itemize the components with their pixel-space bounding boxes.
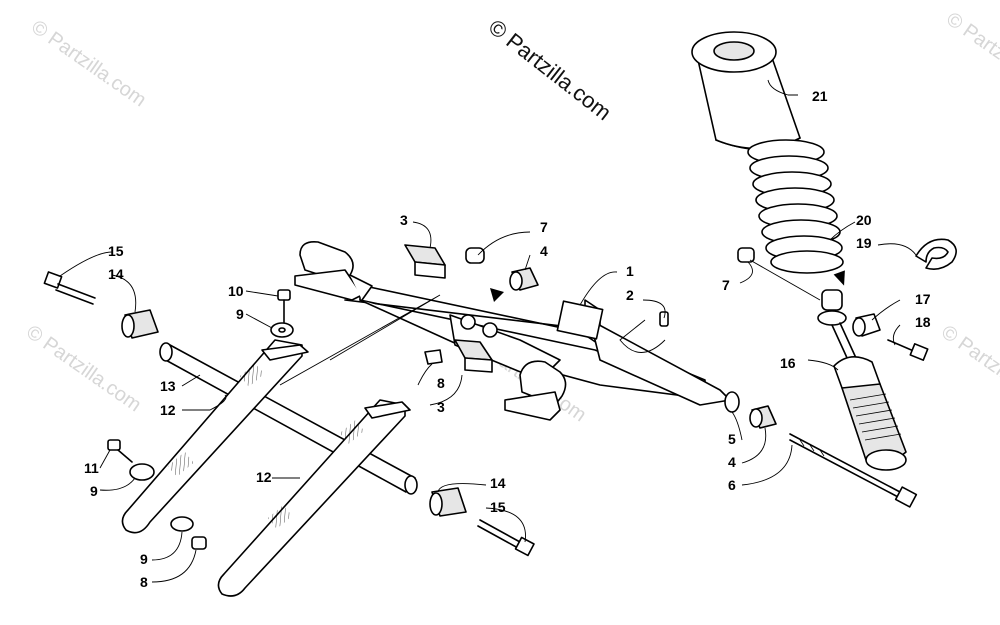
callout-18: 18 xyxy=(915,314,931,330)
part-18-bolt xyxy=(887,339,929,361)
part-8-grease-fitting-center xyxy=(424,349,443,365)
callout-14-left: 14 xyxy=(108,266,124,282)
watermark-top-left: © Partzilla.com xyxy=(27,16,150,111)
part-8-nut-bottom xyxy=(191,536,207,550)
callout-6: 6 xyxy=(728,477,736,493)
part-14-bushing-right xyxy=(429,487,467,517)
callout-7-left: 7 xyxy=(540,219,548,235)
part-4-bushing-top xyxy=(509,267,539,291)
callout-4-bottom: 4 xyxy=(728,454,736,470)
part-4-bushing-bottom xyxy=(749,405,777,429)
part-19-spring-retainer xyxy=(915,238,957,270)
part-1-lower-mount xyxy=(504,360,567,421)
part-12-rail-left xyxy=(121,339,309,534)
part-3-bumper-lower xyxy=(454,339,493,373)
arrow-arm-top xyxy=(490,288,504,302)
part-20-coil-spring xyxy=(747,139,844,274)
leader-lines xyxy=(59,79,917,583)
part-15-bolt-left xyxy=(43,271,96,305)
part-14-bushing-left xyxy=(121,309,159,339)
callout-12-right: 12 xyxy=(256,469,272,485)
callout-15-right: 15 xyxy=(490,499,506,515)
part-9-washer-bottom xyxy=(170,516,194,532)
callout-9-bottom: 9 xyxy=(140,551,148,567)
part-1-upper-mount xyxy=(294,240,373,301)
watermark-top-right: © Partzilla.com xyxy=(942,8,1000,103)
callout-13: 13 xyxy=(160,378,176,394)
part-11-bolt xyxy=(107,439,133,463)
callout-8-bottom: 8 xyxy=(140,574,148,590)
part-9-washer-middle xyxy=(129,463,155,481)
callout-8-center: 8 xyxy=(437,375,445,391)
callout-3-bottom: 3 xyxy=(437,399,445,415)
callout-9-top: 9 xyxy=(236,306,244,322)
callout-labels: 21 20 19 7 17 18 16 1 2 7 4 3 8 3 5 4 6 … xyxy=(84,88,931,590)
callout-21: 21 xyxy=(812,88,828,104)
callout-17: 17 xyxy=(915,291,931,307)
part-6-long-bolt xyxy=(789,433,918,508)
part-7-grease-fitting-left xyxy=(465,247,485,264)
part-12-rail-right xyxy=(217,399,411,597)
part-16-shock-absorber xyxy=(817,289,907,471)
part-9-washer-top xyxy=(270,322,294,338)
callout-12-left: 12 xyxy=(160,402,176,418)
callout-10: 10 xyxy=(228,283,244,299)
callout-3-top: 3 xyxy=(400,212,408,228)
callout-16: 16 xyxy=(780,355,796,371)
callout-9-middle: 9 xyxy=(90,483,98,499)
callout-1: 1 xyxy=(626,263,634,279)
callout-2: 2 xyxy=(626,287,634,303)
part-3-bumper-upper xyxy=(404,244,446,279)
part-15-bolt-right xyxy=(477,519,535,557)
callout-14-right: 14 xyxy=(490,475,506,491)
part-5-washer xyxy=(724,391,740,413)
callout-7-right: 7 xyxy=(722,277,730,293)
callout-5: 5 xyxy=(728,431,736,447)
part-21-shock-boot xyxy=(691,31,801,151)
callout-20: 20 xyxy=(856,212,872,228)
callout-15-left: 15 xyxy=(108,243,124,259)
callout-19: 19 xyxy=(856,235,872,251)
part-2-grease-nipple xyxy=(659,311,669,327)
part-7-grease-fitting-right xyxy=(737,247,755,263)
watermark-mid-right: © Partzilla.com xyxy=(937,321,1000,416)
part-17-bushing xyxy=(852,313,881,337)
callout-4-top: 4 xyxy=(540,243,548,259)
part-10-bolt xyxy=(277,289,291,323)
part-1-a-arm xyxy=(344,284,731,406)
arrow-shock-top xyxy=(833,270,845,286)
copyright-label: © Partzilla.com xyxy=(484,14,616,125)
callout-11: 11 xyxy=(84,460,99,476)
